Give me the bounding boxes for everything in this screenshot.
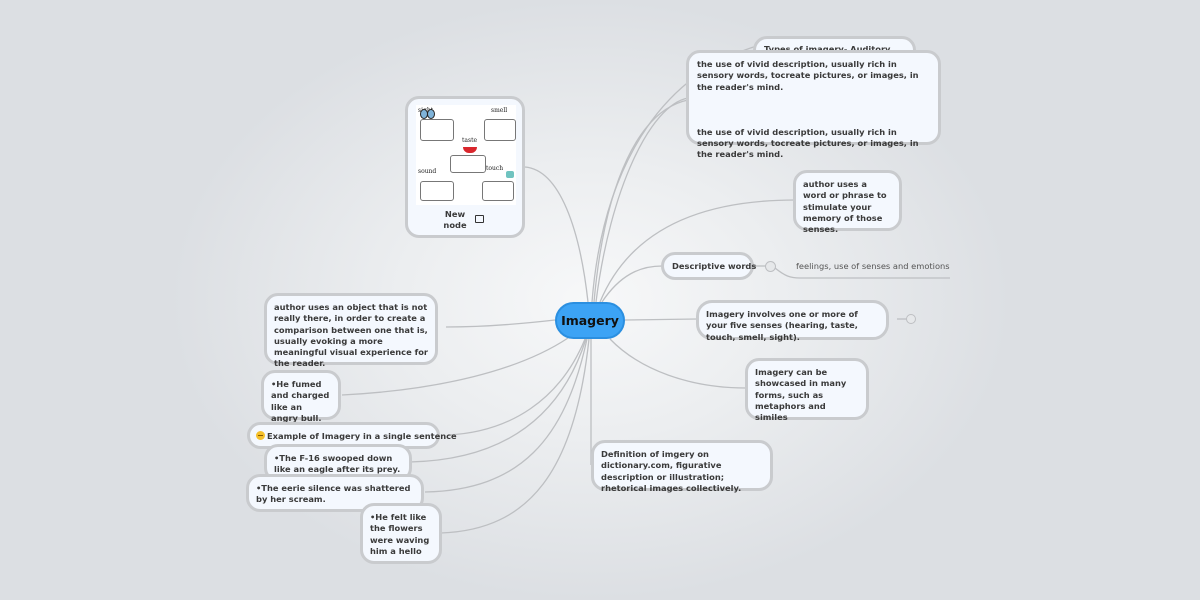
eye-icon	[427, 109, 435, 119]
node-eerie-silence[interactable]: •The eerie silence was shattered by her …	[246, 474, 424, 512]
image-icon[interactable]	[475, 215, 484, 223]
sense-card	[450, 155, 486, 173]
sense-label-smell: smell	[491, 107, 508, 114]
link-fumed-bull	[341, 337, 569, 396]
mouth-icon	[463, 147, 477, 153]
hand-icon	[506, 171, 514, 178]
senses-illustration: sight smell taste sound touch	[416, 105, 516, 205]
central-topic-label: Imagery	[561, 313, 619, 328]
link-flowers	[440, 338, 590, 534]
link-five-senses	[624, 318, 698, 321]
node-descriptive-words-child[interactable]: feelings, use of senses and emotions	[796, 261, 950, 271]
node-image-senses[interactable]: sight smell taste sound touch New node	[405, 96, 525, 238]
collapse-toggle-five-senses[interactable]	[906, 314, 916, 324]
link-example-sentence	[447, 338, 586, 436]
node-showcased-forms[interactable]: Imagery can be showcased in many forms, …	[745, 358, 869, 422]
collapse-toggle-descriptive-words[interactable]	[765, 261, 776, 272]
link-object-comparison	[445, 319, 556, 328]
example-single-sentence-label: Example of Imagery in a single sentence	[267, 431, 457, 441]
link-showcased	[609, 338, 747, 389]
sense-card	[484, 119, 516, 141]
node-flowers-waving[interactable]: •He felt like the flowers were waving hi…	[360, 503, 442, 564]
link-f16	[409, 338, 587, 463]
node-fumed-bull[interactable]: •He fumed and charged like an angry bull…	[261, 370, 341, 423]
link-definition-vivid-2	[595, 97, 689, 303]
node-definition-vivid[interactable]: the use of vivid description, usually ri…	[686, 50, 941, 159]
link-image-node	[524, 166, 589, 303]
expressionless-face-icon	[256, 431, 265, 440]
link-descriptive-words	[601, 265, 663, 303]
node-five-senses[interactable]: Imagery involves one or more of your fiv…	[696, 300, 889, 342]
central-topic[interactable]: Imagery	[555, 302, 625, 339]
sense-label-sound: sound	[418, 168, 437, 175]
node-dictionary-definition[interactable]: Definition of imgery on dictionary.com, …	[591, 440, 773, 493]
sense-card	[482, 181, 514, 201]
node-descriptive-words[interactable]: Descriptive words	[661, 252, 756, 280]
link-eerie	[424, 338, 588, 493]
sense-card	[420, 119, 454, 141]
sense-label-taste: taste	[462, 137, 478, 144]
link-descriptive-child	[774, 267, 950, 279]
node-word-or-phrase[interactable]: author uses a word or phrase to stimulat…	[793, 170, 902, 234]
link-word-or-phrase	[599, 199, 796, 303]
image-node-caption: New node	[443, 209, 467, 230]
node-object-comparison[interactable]: author uses an object that is not really…	[264, 293, 438, 368]
sense-card	[420, 181, 454, 201]
sense-label-touch: touch	[486, 165, 504, 172]
